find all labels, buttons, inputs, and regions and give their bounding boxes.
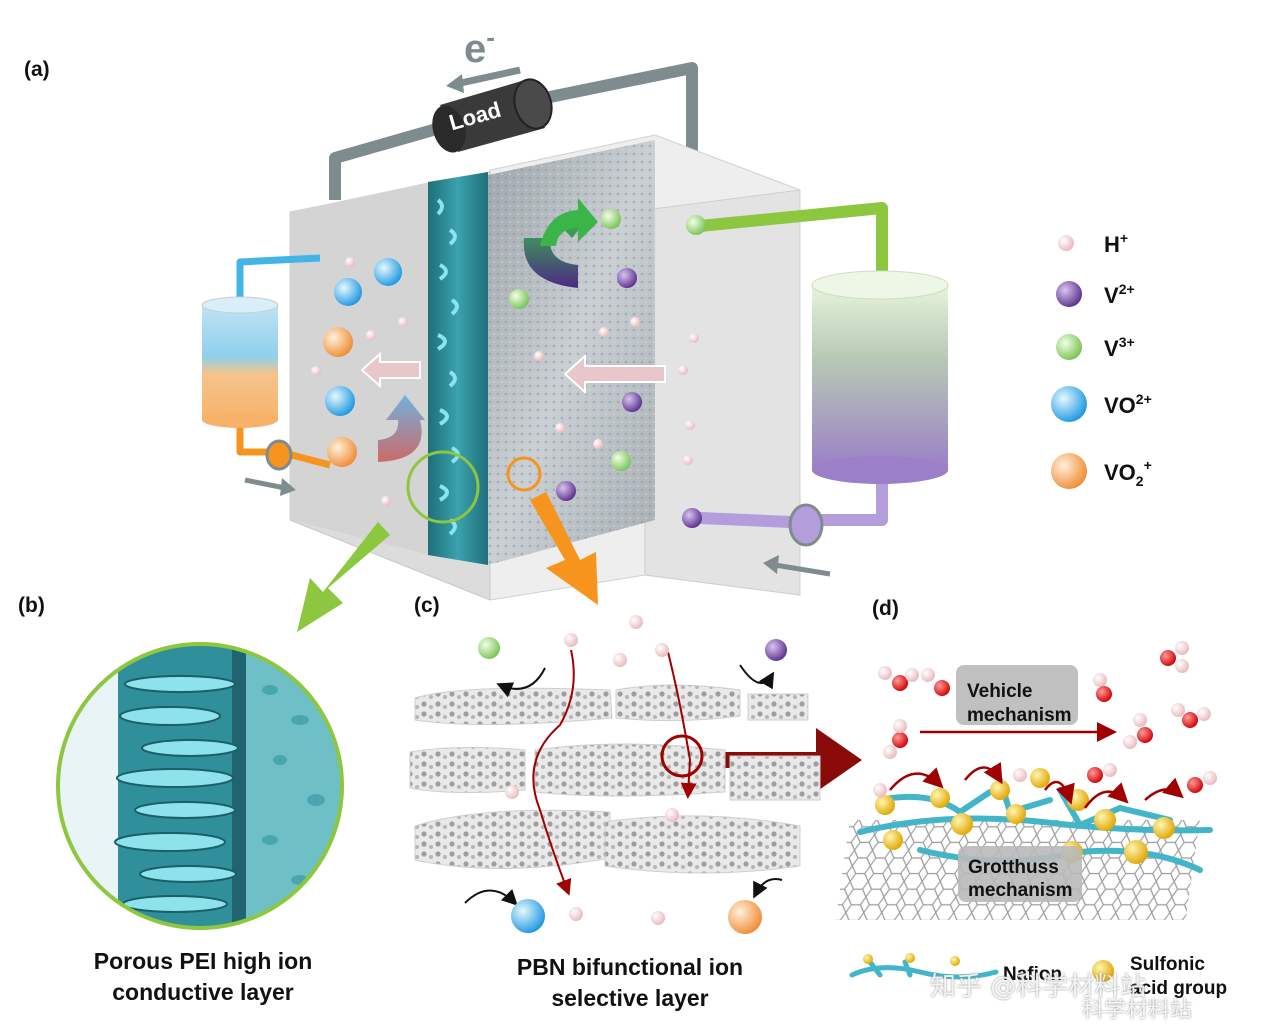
grotthuss-mechanism-box — [958, 846, 1082, 902]
electron-flow-arrowhead — [446, 74, 464, 93]
caption-c-line1: PBN bifunctional ion — [516, 954, 744, 980]
sulfonic-legend-label: Sulfonic — [1130, 954, 1205, 975]
vehicle-mechanism-label-2: mechanism — [967, 705, 1072, 726]
pbn-nanosheet-row-1 — [414, 684, 809, 726]
legend-vo2p-label: VO — [1104, 460, 1136, 485]
panel-label-b: (b) — [18, 594, 45, 617]
external-circuit-wire — [329, 62, 698, 200]
right-tank-pipes — [699, 202, 888, 528]
panel-label-c: (c) — [414, 594, 440, 617]
hopping-arrows — [889, 761, 1184, 809]
legend-h-marker — [1058, 235, 1074, 251]
pei-zoom-marker — [406, 450, 480, 524]
left-tank-pipes — [236, 254, 331, 469]
right-pump — [788, 503, 824, 547]
left-electrolyte-tank — [201, 296, 279, 428]
legend-vo2-marker — [1051, 386, 1087, 422]
weibo-watermark: 科学材料站 — [1082, 998, 1193, 1023]
positive-redox-arrow — [378, 395, 425, 462]
caption-b-line2: conductive layer — [112, 979, 294, 1005]
pbn-layered-structure — [409, 615, 821, 934]
water-molecules — [873, 641, 1217, 797]
vehicle-mechanism-box — [956, 665, 1078, 725]
pbn-nanosheet-row-3 — [414, 809, 801, 874]
zoom-arrow-c — [530, 492, 598, 605]
cell-ions — [311, 209, 706, 528]
svg-text:VO2+: VO2+ — [1104, 391, 1152, 418]
panel-label-a: (a) — [24, 58, 50, 81]
legend-v3-label: V — [1104, 336, 1119, 361]
nafion-legend-marker — [849, 959, 999, 980]
ion-legend: H+ V2+ V3+ VO2+ VO2+ — [1051, 230, 1152, 489]
caption-c-line2: selective layer — [551, 985, 709, 1011]
left-pump — [265, 439, 293, 471]
legend-v2-label: V — [1104, 283, 1119, 308]
svg-text:V3+: V3+ — [1104, 334, 1135, 361]
caption-c: PBN bifunctional ion selective layer — [480, 952, 780, 1014]
grotthuss-mechanism-label-2: mechanism — [968, 880, 1073, 901]
legend-v3-marker — [1056, 334, 1082, 360]
sulfonic-legend-label-2: acid group — [1130, 978, 1227, 999]
electron-label: e- — [464, 22, 495, 71]
pbn-nanosheet-row-2 — [409, 743, 821, 801]
proton-transport-mechanisms: Vehicle mechanism Grotthuss mechanism Na… — [835, 641, 1227, 999]
vehicle-mechanism-label: Vehicle — [967, 681, 1033, 702]
right-inlet-arrow — [774, 562, 831, 577]
caption-b: Porous PEI high ion conductive layer — [50, 946, 356, 1008]
panel-label-d: (d) — [872, 597, 899, 620]
pbn-ions — [478, 615, 787, 934]
caption-b-line1: Porous PEI high ion — [93, 948, 313, 974]
pbn-detail-marker — [660, 734, 704, 778]
proton-flow-arrows — [360, 351, 666, 395]
svg-text:VO2+: VO2+ — [1104, 457, 1152, 489]
zhihu-watermark: 知乎 @科学材料站 — [930, 972, 1147, 1002]
electron-flow-arrow — [455, 66, 521, 88]
left-inlet-arrow — [244, 477, 286, 491]
load-resistor: Load — [432, 78, 553, 153]
negative-redox-arrow — [523, 217, 585, 288]
right-electrolyte-tank — [811, 270, 949, 484]
porous-pei-layer — [428, 172, 488, 565]
grotthuss-mechanism-label: Grotthuss — [968, 857, 1059, 878]
legend-v2-marker — [1056, 281, 1082, 307]
pei-zoom-view — [56, 642, 344, 930]
legend-h-label: H — [1104, 232, 1120, 257]
nafion-legend-label: Nafion — [1003, 964, 1062, 985]
svg-text:V2+: V2+ — [1104, 281, 1135, 308]
svg-text:H+: H+ — [1104, 230, 1128, 257]
pbn-zoom-marker — [506, 456, 542, 492]
legend-vo2-label: VO — [1104, 393, 1136, 418]
sulfonic-legend-marker — [1092, 960, 1114, 982]
zoom-arrow-b — [297, 522, 390, 632]
legend-vo2p-marker — [1051, 453, 1087, 489]
